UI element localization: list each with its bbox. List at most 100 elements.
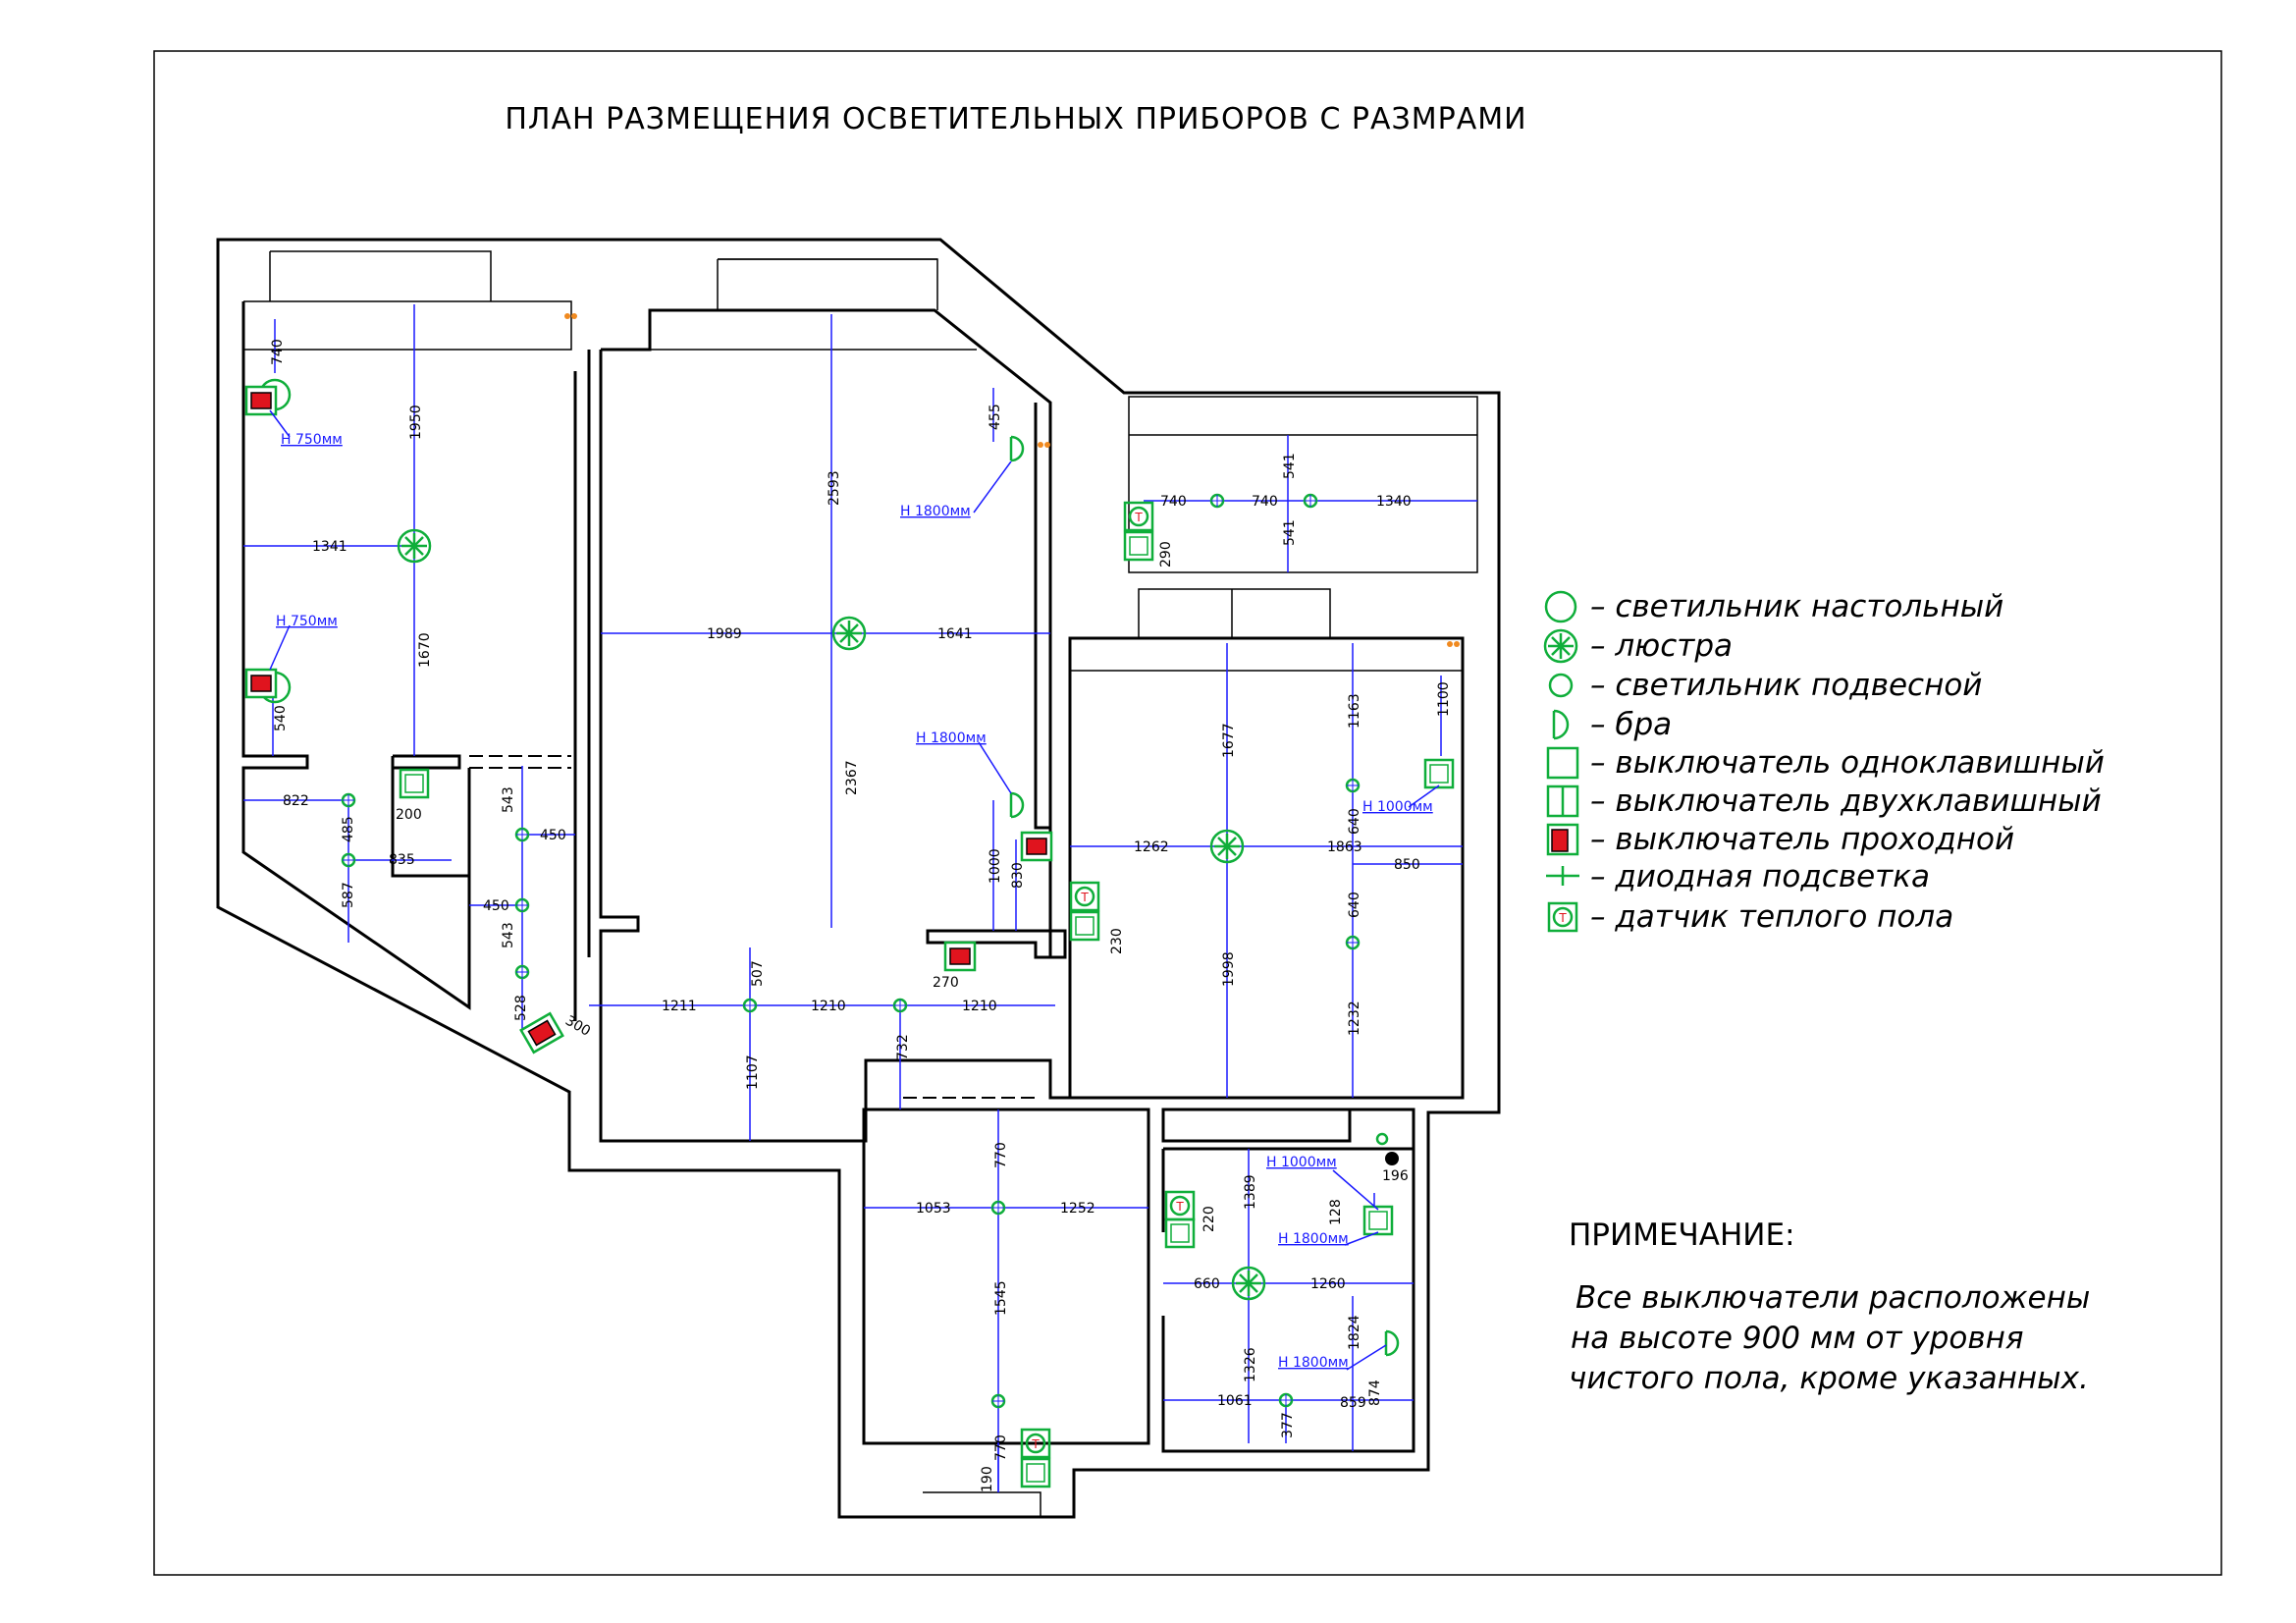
dim-label: 1677 xyxy=(1221,723,1237,758)
dim-label: 190 xyxy=(980,1466,995,1492)
height-label: Н 1000мм xyxy=(1266,1155,1337,1170)
pendant-lamp-icon xyxy=(1303,493,1318,509)
dim-label: 543 xyxy=(501,922,516,948)
legend-label: – диодная подсветка xyxy=(1590,859,1930,894)
dim-label: 230 xyxy=(1109,928,1125,954)
dim-label: 270 xyxy=(933,975,959,991)
dim-label: 770 xyxy=(993,1142,1009,1168)
dimension-lines xyxy=(243,304,1477,1492)
dim-label: 1641 xyxy=(937,626,973,642)
single-switch-icon xyxy=(1020,1457,1051,1488)
dim-label: 830 xyxy=(1010,862,1026,889)
dim-label: 1210 xyxy=(811,999,846,1014)
pendant-lamp-icon xyxy=(1209,493,1225,509)
sconce-icon xyxy=(1009,791,1025,819)
note-heading: ПРИМЕЧАНИЕ: xyxy=(1569,1217,1795,1253)
note-line: на высоте 900 мм от уровня xyxy=(1571,1321,2024,1356)
single-switch-icon xyxy=(1164,1217,1196,1249)
dim-label: 859 xyxy=(1340,1395,1366,1411)
passthrough-switch-icon xyxy=(519,1011,564,1055)
fixture-dot xyxy=(1385,1152,1399,1165)
dim-label: 732 xyxy=(895,1034,911,1060)
legend: – светильник настольный – люстра – свети… xyxy=(1543,589,2105,935)
dim-label: 450 xyxy=(540,828,566,843)
sconce-icon xyxy=(1009,435,1025,462)
dim-label: 1326 xyxy=(1243,1347,1258,1382)
legend-label: – светильник подвесной xyxy=(1590,668,1982,703)
walls xyxy=(216,238,1501,1519)
dim-label: 660 xyxy=(1194,1276,1220,1292)
pendant-lamp-icon xyxy=(1548,673,1574,698)
height-callouts: Н 750мм Н 750мм Н 1800мм Н 1800мм Н 1000… xyxy=(269,409,1440,1371)
passthrough-switch-icon xyxy=(244,668,278,699)
pendant-lamp-icon xyxy=(742,998,758,1013)
dim-label: 220 xyxy=(1201,1206,1217,1232)
note-line: Все выключатели расположены xyxy=(1575,1280,2090,1316)
sconce-icon xyxy=(1552,709,1570,740)
passthrough-switch-icon xyxy=(244,385,278,416)
dim-label: 1000 xyxy=(988,848,1003,884)
dim-label: 1389 xyxy=(1243,1174,1258,1210)
dim-label: 740 xyxy=(1252,494,1278,510)
dim-label: 2367 xyxy=(844,760,860,795)
plan-title: ПЛАН РАЗМЕЩЕНИЯ ОСВЕТИТЕЛЬНЫХ ПРИБОРОВ С… xyxy=(505,102,1526,136)
dim-label: 640 xyxy=(1347,892,1362,918)
dim-label: 543 xyxy=(501,786,516,813)
legend-label: – люстра xyxy=(1590,628,1733,664)
dim-label: 455 xyxy=(988,404,1003,430)
double-switch-icon xyxy=(1546,784,1579,818)
height-label: Н 1800мм xyxy=(1278,1231,1349,1247)
pendant-lamp-icon xyxy=(1345,778,1361,793)
dim-label: 822 xyxy=(283,793,309,809)
dim-label: 1863 xyxy=(1327,839,1362,855)
dim-label: 128 xyxy=(1328,1199,1344,1225)
chandelier-icon xyxy=(1209,829,1245,864)
dim-label: 196 xyxy=(1382,1168,1409,1184)
accent-marks xyxy=(564,313,1460,647)
pendant-lamp-icon xyxy=(1345,935,1361,950)
passthrough-switch-icon xyxy=(943,941,977,972)
pendant-lamp-icon xyxy=(892,998,908,1013)
legend-label: – выключатель одноклавишный xyxy=(1590,745,2105,781)
height-label: Н 750мм xyxy=(281,432,343,448)
height-label: Н 750мм xyxy=(276,614,338,629)
dim-label: 485 xyxy=(341,816,356,842)
dim-label: 541 xyxy=(1282,519,1298,546)
dim-label: 740 xyxy=(1160,494,1187,510)
dim-label: 528 xyxy=(513,995,529,1021)
single-switch-icon xyxy=(1069,910,1100,942)
dim-label: 1340 xyxy=(1376,494,1412,510)
dim-label: 200 xyxy=(396,807,422,823)
dim-label: 450 xyxy=(483,898,509,914)
dim-label: 1260 xyxy=(1310,1276,1346,1292)
dim-label: 770 xyxy=(993,1434,1009,1461)
floor-heating-sensor-icon xyxy=(1069,881,1100,912)
dim-label: 300 xyxy=(562,1013,593,1040)
height-label: Н 1800мм xyxy=(900,504,971,519)
legend-label: – светильник настольный xyxy=(1590,589,2003,624)
legend-label: – бра xyxy=(1590,707,1672,742)
dim-label: 1545 xyxy=(993,1280,1009,1316)
dim-label: 2593 xyxy=(827,470,842,506)
dim-label: 1211 xyxy=(662,999,697,1014)
pendant-lamp-icon xyxy=(514,964,530,980)
note-line: чистого пола, кроме указанных. xyxy=(1569,1361,2089,1396)
dim-label: 541 xyxy=(1282,453,1298,479)
chandelier-icon xyxy=(397,528,432,564)
dim-label: 1262 xyxy=(1134,839,1169,855)
chandelier-icon xyxy=(1231,1266,1266,1301)
fixture-dot xyxy=(1375,1132,1389,1146)
dim-label: 1061 xyxy=(1217,1393,1253,1409)
sconce-icon xyxy=(1384,1329,1400,1357)
dim-label: 874 xyxy=(1367,1380,1383,1406)
chandelier-icon xyxy=(831,616,867,651)
sheet-frame xyxy=(153,50,2222,1576)
dim-label: 835 xyxy=(389,852,415,868)
height-label: Н 1800мм xyxy=(1278,1355,1349,1371)
dim-label: 1100 xyxy=(1436,681,1452,717)
passthrough-switch-icon xyxy=(1020,831,1053,862)
height-label: Н 1000мм xyxy=(1362,799,1433,815)
dim-label: 1824 xyxy=(1347,1315,1362,1350)
table-lamp-icon xyxy=(1544,590,1577,623)
dim-label: 1107 xyxy=(745,1055,761,1090)
